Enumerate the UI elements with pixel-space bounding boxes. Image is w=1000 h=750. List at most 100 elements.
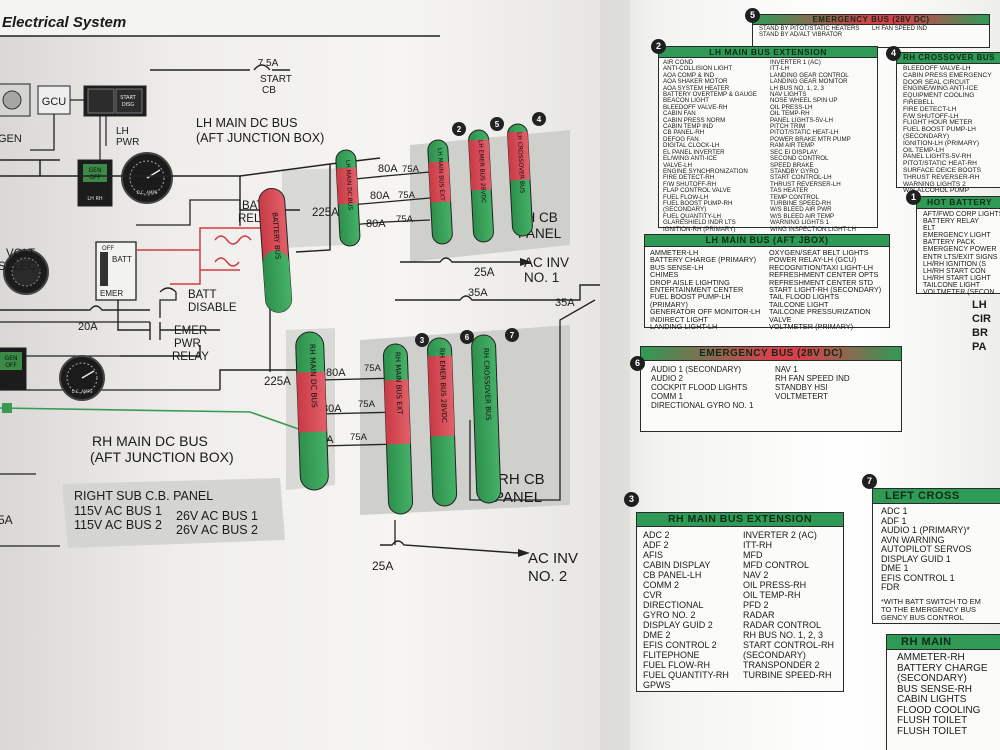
emergency-bus-5-left: STAND BY PITOT/STATIC HEATERS STAND BY A… <box>759 26 870 38</box>
badge-6-text: 6 <box>465 333 470 342</box>
edge-wires <box>0 473 60 547</box>
list-item: IGNITION-LH (PRIMARY) <box>903 139 980 147</box>
gen-off-button[interactable] <box>83 164 107 182</box>
list-item: (SECONDARY) <box>663 206 707 214</box>
lh-emer-bus-text: LH EMER BUS 28VDC <box>477 140 487 204</box>
page-fold-shadow <box>600 0 630 750</box>
emer-pwr-relay-label: EMER <box>174 325 207 337</box>
list-item: BLEEDOFF VALVE-RH <box>663 103 728 111</box>
right-sub-cb-label: RIGHT SUB C.B. PANEL <box>74 489 213 503</box>
list-item: MFD <box>743 550 763 560</box>
crossover-bus-4-title: RH CROSSOVER BUS <box>897 53 1000 64</box>
start-disg-label-2: DISG <box>122 102 134 108</box>
list-item: FLITEPHONE <box>643 650 700 660</box>
panel-badge-4: 4 <box>886 46 901 61</box>
list-item: ADC 2 <box>643 530 670 540</box>
list-item: LH/RH START CON <box>923 267 986 275</box>
batt-disable-coil <box>159 287 177 318</box>
lh-gauge-ticks <box>129 160 165 196</box>
lh-main-dc-bus-label: LH MAIN DC BUS <box>196 116 297 130</box>
list-item: DEFOG FAN <box>663 135 699 143</box>
list-item: EQUIPMENT COOLING <box>903 92 975 100</box>
lh-main-dc-bus-text: LH MAIN DC BUS <box>344 160 354 211</box>
rh-main-bus-ext-bar-red <box>384 379 411 445</box>
list-item: BLEEDOFF VALVE-LH <box>903 65 971 72</box>
rh-emer-bus-bar-red <box>427 355 455 437</box>
list-item: CHIMES <box>650 270 679 280</box>
list-item: FLOOD COOLING <box>897 704 981 716</box>
badge-7-text: 7 <box>510 331 515 340</box>
list-item: AFIS <box>643 550 664 560</box>
list-item: PFD 2 <box>743 600 769 610</box>
rh-main-bus-ext-text: RH MAIN BUS EXT <box>393 352 403 416</box>
lh-bus-links <box>344 171 431 226</box>
lh-main-bus-aft-jbox-title: LH MAIN BUS (AFT JBOX) <box>645 235 889 247</box>
list-item: W/S BLEED AIR TEMP <box>770 212 835 220</box>
list-item: STAND BY PITOT/STATIC HEATERS <box>759 26 860 32</box>
edge-text: CIR <box>972 313 991 325</box>
list-item: VALVE <box>769 314 792 324</box>
list-item: INVERTER 1 (AC) <box>770 59 821 66</box>
list-item: ENGINE SYNCHRONIZATION <box>663 167 748 175</box>
list-item: MFD CONTROL <box>743 560 809 570</box>
list-item: PITCH TRIM <box>770 123 806 131</box>
list-item: CABIN PRESS NORM <box>663 116 726 124</box>
list-item: FUEL FLOW-RH <box>643 660 711 670</box>
gcu-label: GCU <box>42 96 67 108</box>
list-item: POWER BRAKE MTR PUMP <box>770 135 851 143</box>
list-item: NOSE WHEEL SPIN UP <box>770 97 838 105</box>
ac-inv-1-arrow <box>520 258 532 266</box>
list-item: BUS SENSE-RH <box>897 683 973 695</box>
emer-pwr-relay-wires <box>117 300 220 357</box>
lh-main-bus-extension-title: LH MAIN BUS EXTENSION <box>659 47 877 58</box>
list-item: STAND BY AD/ALT VIBRATOR <box>759 32 843 38</box>
lh-crossover-bus-text: LH CROSSOVER BUS <box>515 132 525 194</box>
list-item: OIL TEMP-RH <box>743 590 801 600</box>
list-item: FIREBELL <box>903 98 935 106</box>
emergency-bus-6-panel: EMERGENCY BUS (28V DC) AUDIO 1 (SECONDAR… <box>640 346 902 432</box>
rh-cb-panel-label-2: PANEL <box>494 489 542 506</box>
ac-bus-26-1: 26V AC BUS 1 <box>176 509 258 523</box>
right-sub-cb-panel <box>62 478 285 548</box>
amp-20a: 20A <box>78 321 98 333</box>
start-cb-label: START <box>260 74 292 85</box>
badge-5-text: 5 <box>495 120 500 129</box>
batt-switch-lever[interactable] <box>100 252 108 286</box>
list-item: EFIS CONTROL 2 <box>643 640 717 650</box>
emergency-bus-5-panel: EMERGENCY BUS (28V DC) STAND BY PITOT/ST… <box>752 14 990 48</box>
list-item: FUEL BOOST PUMP-LH <box>903 126 976 134</box>
list-item: VALVE-LH <box>663 161 692 169</box>
list-item: PITOT/STATIC HEAT-LH <box>770 129 839 137</box>
ac-inv-2-label: AC INV <box>528 550 578 567</box>
lh-80a-1: 80A <box>378 163 398 175</box>
rh-gen-off-button[interactable] <box>0 352 22 370</box>
list-item: PANEL LIGHTS-5V-RH <box>903 153 972 161</box>
list-item: DISPLAY GUID 1 <box>881 553 951 564</box>
lh-crossover-bus-bar-red <box>507 131 530 181</box>
lh-emer-bus-bar-red <box>468 139 492 191</box>
start-button[interactable] <box>87 88 115 114</box>
list-item: CABIN DISPLAY <box>643 560 711 570</box>
list-item: GENERATOR OFF MONITOR-LH <box>650 307 761 317</box>
disg-button[interactable] <box>115 88 143 114</box>
volt-select-label-2: SELECT <box>0 261 43 273</box>
list-item: AUTOPILOT SERVOS <box>881 544 972 554</box>
rh-main-dc-bus-text: RH MAIN DC BUS <box>308 344 319 408</box>
volt-select-ticks <box>11 257 41 287</box>
list-item: RH FAN SPEED IND <box>775 374 850 383</box>
list-item: AVN WARNING <box>881 534 945 545</box>
lh-pwr-label: LH <box>116 126 129 137</box>
list-item: TURBINE SPEED-RH <box>770 199 831 207</box>
gcu-wire <box>30 99 84 151</box>
list-item: RECOGNITION/TAXI LIGHT-LH <box>769 262 874 272</box>
list-item: NAV LIGHTS <box>770 91 807 99</box>
emer-pwr-relay-label-2: PWR <box>174 338 201 350</box>
